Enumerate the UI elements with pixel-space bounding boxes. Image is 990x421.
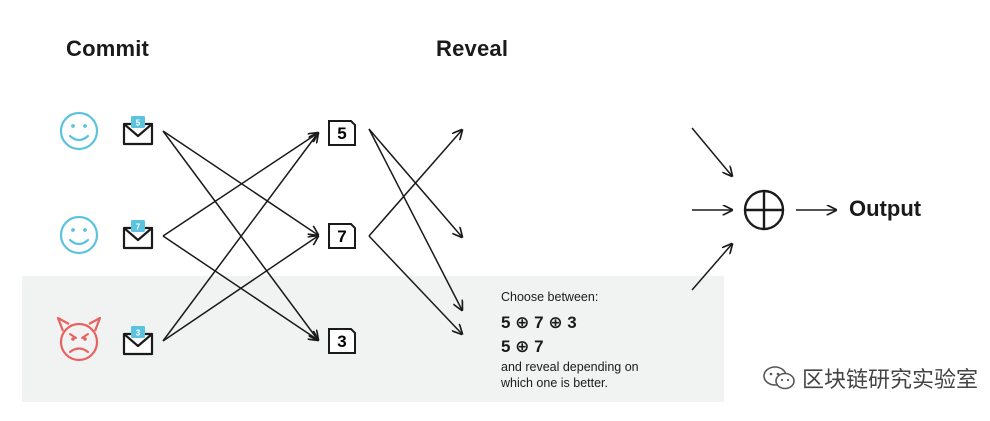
- output-label: Output: [849, 196, 922, 221]
- note-outro-line-1: and reveal depending on: [501, 360, 639, 374]
- note-intro: Choose between:: [501, 290, 599, 304]
- revealed-card-1-value: 5: [337, 124, 346, 143]
- note-option-honest: 5 ⊕ 7: [501, 337, 544, 356]
- envelope-commit-1-icon: [122, 116, 154, 146]
- revealed-card-3: [328, 328, 356, 354]
- honest-participant-1-smiley-icon: [59, 111, 99, 151]
- xor-combiner-icon: [743, 189, 785, 231]
- watermark-text: 区块链研究实验室: [802, 368, 979, 393]
- revealed-card-1: [328, 120, 356, 146]
- note-outro-line-2: which one is better.: [501, 376, 609, 390]
- reveal-heading: Reveal: [436, 36, 509, 61]
- note-option-all: 5 ⊕ 7 ⊕ 3: [501, 313, 577, 332]
- reveal-crossing-arrows: [368, 129, 462, 334]
- revealed-card-2-value: 7: [337, 227, 346, 246]
- wechat-logo-icon: [763, 366, 795, 390]
- revealed-card-2: [328, 223, 356, 249]
- revealed-card-3-value: 3: [337, 332, 346, 351]
- commit-heading: Commit: [66, 36, 150, 61]
- envelope-commit-3-icon: [122, 326, 154, 356]
- envelope-commit-1-value: 5: [136, 119, 141, 128]
- honest-participant-2-smiley-icon: [59, 215, 99, 255]
- watermark: 区块链研究实验室: [762, 363, 978, 393]
- malicious-choice-note: Choose between: 5 ⊕ 7 ⊕ 3 5 ⊕ 7 and reve…: [501, 289, 711, 391]
- commit-to-reveal-arrows: [162, 130, 318, 341]
- malicious-participant-devil-icon: [56, 316, 102, 362]
- envelope-commit-3-value: 3: [136, 329, 141, 338]
- envelope-commit-2-value: 7: [136, 223, 141, 232]
- envelope-commit-2-icon: [122, 220, 154, 250]
- combiner-input-arrows: [691, 127, 836, 291]
